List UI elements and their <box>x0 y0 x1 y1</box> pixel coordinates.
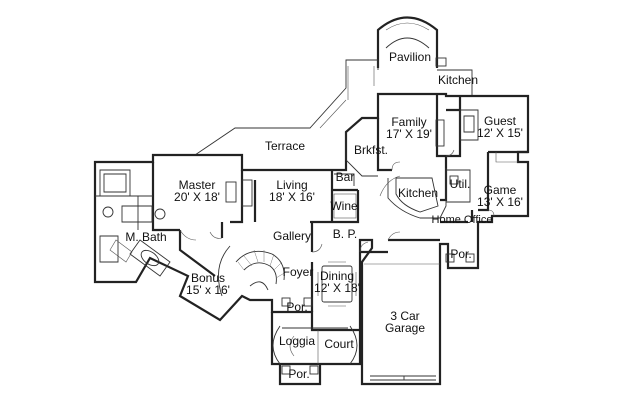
label-family: Family 17' X 19' <box>386 116 432 140</box>
fireplace-family <box>435 119 445 147</box>
kitchen-counter <box>387 168 447 219</box>
label-gallery: Gallery <box>272 229 312 243</box>
kitchen-round <box>379 175 401 197</box>
column-5 <box>445 253 455 263</box>
label-brkfst: Brkfst. <box>353 143 389 157</box>
bar-counter <box>334 173 355 186</box>
guest-bath <box>459 109 479 141</box>
bathtub-basin <box>140 249 160 267</box>
kitchen-island <box>395 177 439 213</box>
loggia-walls <box>270 312 362 366</box>
living-size: 18' X 16' <box>269 190 315 204</box>
pavilion-arc <box>385 37 430 49</box>
column-4 <box>303 297 313 307</box>
game-name: Game <box>483 183 517 197</box>
master-bath-fixtures <box>95 169 153 263</box>
guest-name: Guest <box>483 114 517 128</box>
main-house-walls <box>93 92 530 386</box>
pavilion-inner <box>385 22 430 31</box>
terrace-outline <box>194 59 379 156</box>
label-bonus: Bonus 15' x 16' <box>186 272 230 296</box>
label-loggia: Loggia <box>278 334 316 348</box>
wine-room <box>333 193 357 219</box>
label-guest: Guest 12' X 15' <box>477 115 523 139</box>
label-master: Master 20' X 18' <box>174 179 220 203</box>
column-1 <box>281 365 291 375</box>
fireplace-master <box>225 181 237 203</box>
garage-doors <box>370 375 436 381</box>
pavilion-walls <box>376 16 439 68</box>
dining-name: Dining <box>319 269 355 283</box>
guest-size: 12' X 15' <box>477 126 523 140</box>
master-size: 20' X 18' <box>174 190 220 204</box>
foyer-curve <box>217 245 231 297</box>
brkfst-bay <box>345 132 378 177</box>
family-name: Family <box>391 115 427 129</box>
dining-size: 12' X 18' <box>314 281 360 295</box>
family-size: 17' X 19' <box>386 127 432 141</box>
label-pavilion: Pavilion <box>388 50 432 64</box>
label-m-bath: M. Bath <box>125 230 167 244</box>
master-name: Master <box>178 178 216 192</box>
label-game: Game 13' X 16' <box>477 184 523 208</box>
dining-table <box>321 265 353 303</box>
stair-treads <box>237 249 287 279</box>
loggia-arcs <box>272 325 358 365</box>
label-foyer: Foyer <box>282 265 314 279</box>
label-living: Living 18' X 16' <box>269 179 315 203</box>
washer <box>449 175 459 185</box>
label-por-right: Por. <box>450 247 472 261</box>
pavilion-grill <box>435 57 447 67</box>
label-bp: B. P. <box>332 227 358 241</box>
label-dining: Dining 12' X 18' <box>314 270 360 294</box>
vanity <box>109 239 133 263</box>
court-outline <box>289 330 319 364</box>
label-wine: Wine <box>330 199 358 213</box>
game-stair <box>495 152 518 163</box>
dining-chairs <box>317 261 357 307</box>
column-3 <box>281 297 291 307</box>
bonus-name: Bonus <box>190 271 226 285</box>
label-garage: 3 Car Garage <box>385 310 425 334</box>
label-court: Court <box>324 337 354 351</box>
living-name: Living <box>276 178 308 192</box>
sink-2 <box>154 208 166 220</box>
column-6 <box>465 253 475 263</box>
label-util: Util. <box>449 177 471 191</box>
label-terrace: Terrace <box>264 139 306 153</box>
fireplace-living <box>241 179 253 207</box>
label-por-front: Por. <box>286 300 308 314</box>
label-por-bottom: Por. <box>288 367 310 381</box>
bonus-size: 15' x 16' <box>186 283 230 297</box>
bathtub <box>129 239 171 277</box>
garage-line2: Garage <box>384 321 426 335</box>
column-2 <box>309 365 319 375</box>
front-porch <box>278 364 322 386</box>
terrace-columns <box>319 66 375 129</box>
spiral-stair <box>235 250 285 291</box>
game-size: 13' X 16' <box>477 195 523 209</box>
label-kitchen: Kitchen <box>397 186 439 200</box>
door-swings <box>179 149 495 253</box>
label-home-office: Home Office <box>431 214 493 226</box>
garage-line1: 3 Car <box>390 309 420 323</box>
label-kitchen-outdoor: Kitchen <box>437 73 479 87</box>
sink-1 <box>102 206 114 218</box>
utility <box>446 169 471 203</box>
label-bar: Bar <box>335 170 355 184</box>
